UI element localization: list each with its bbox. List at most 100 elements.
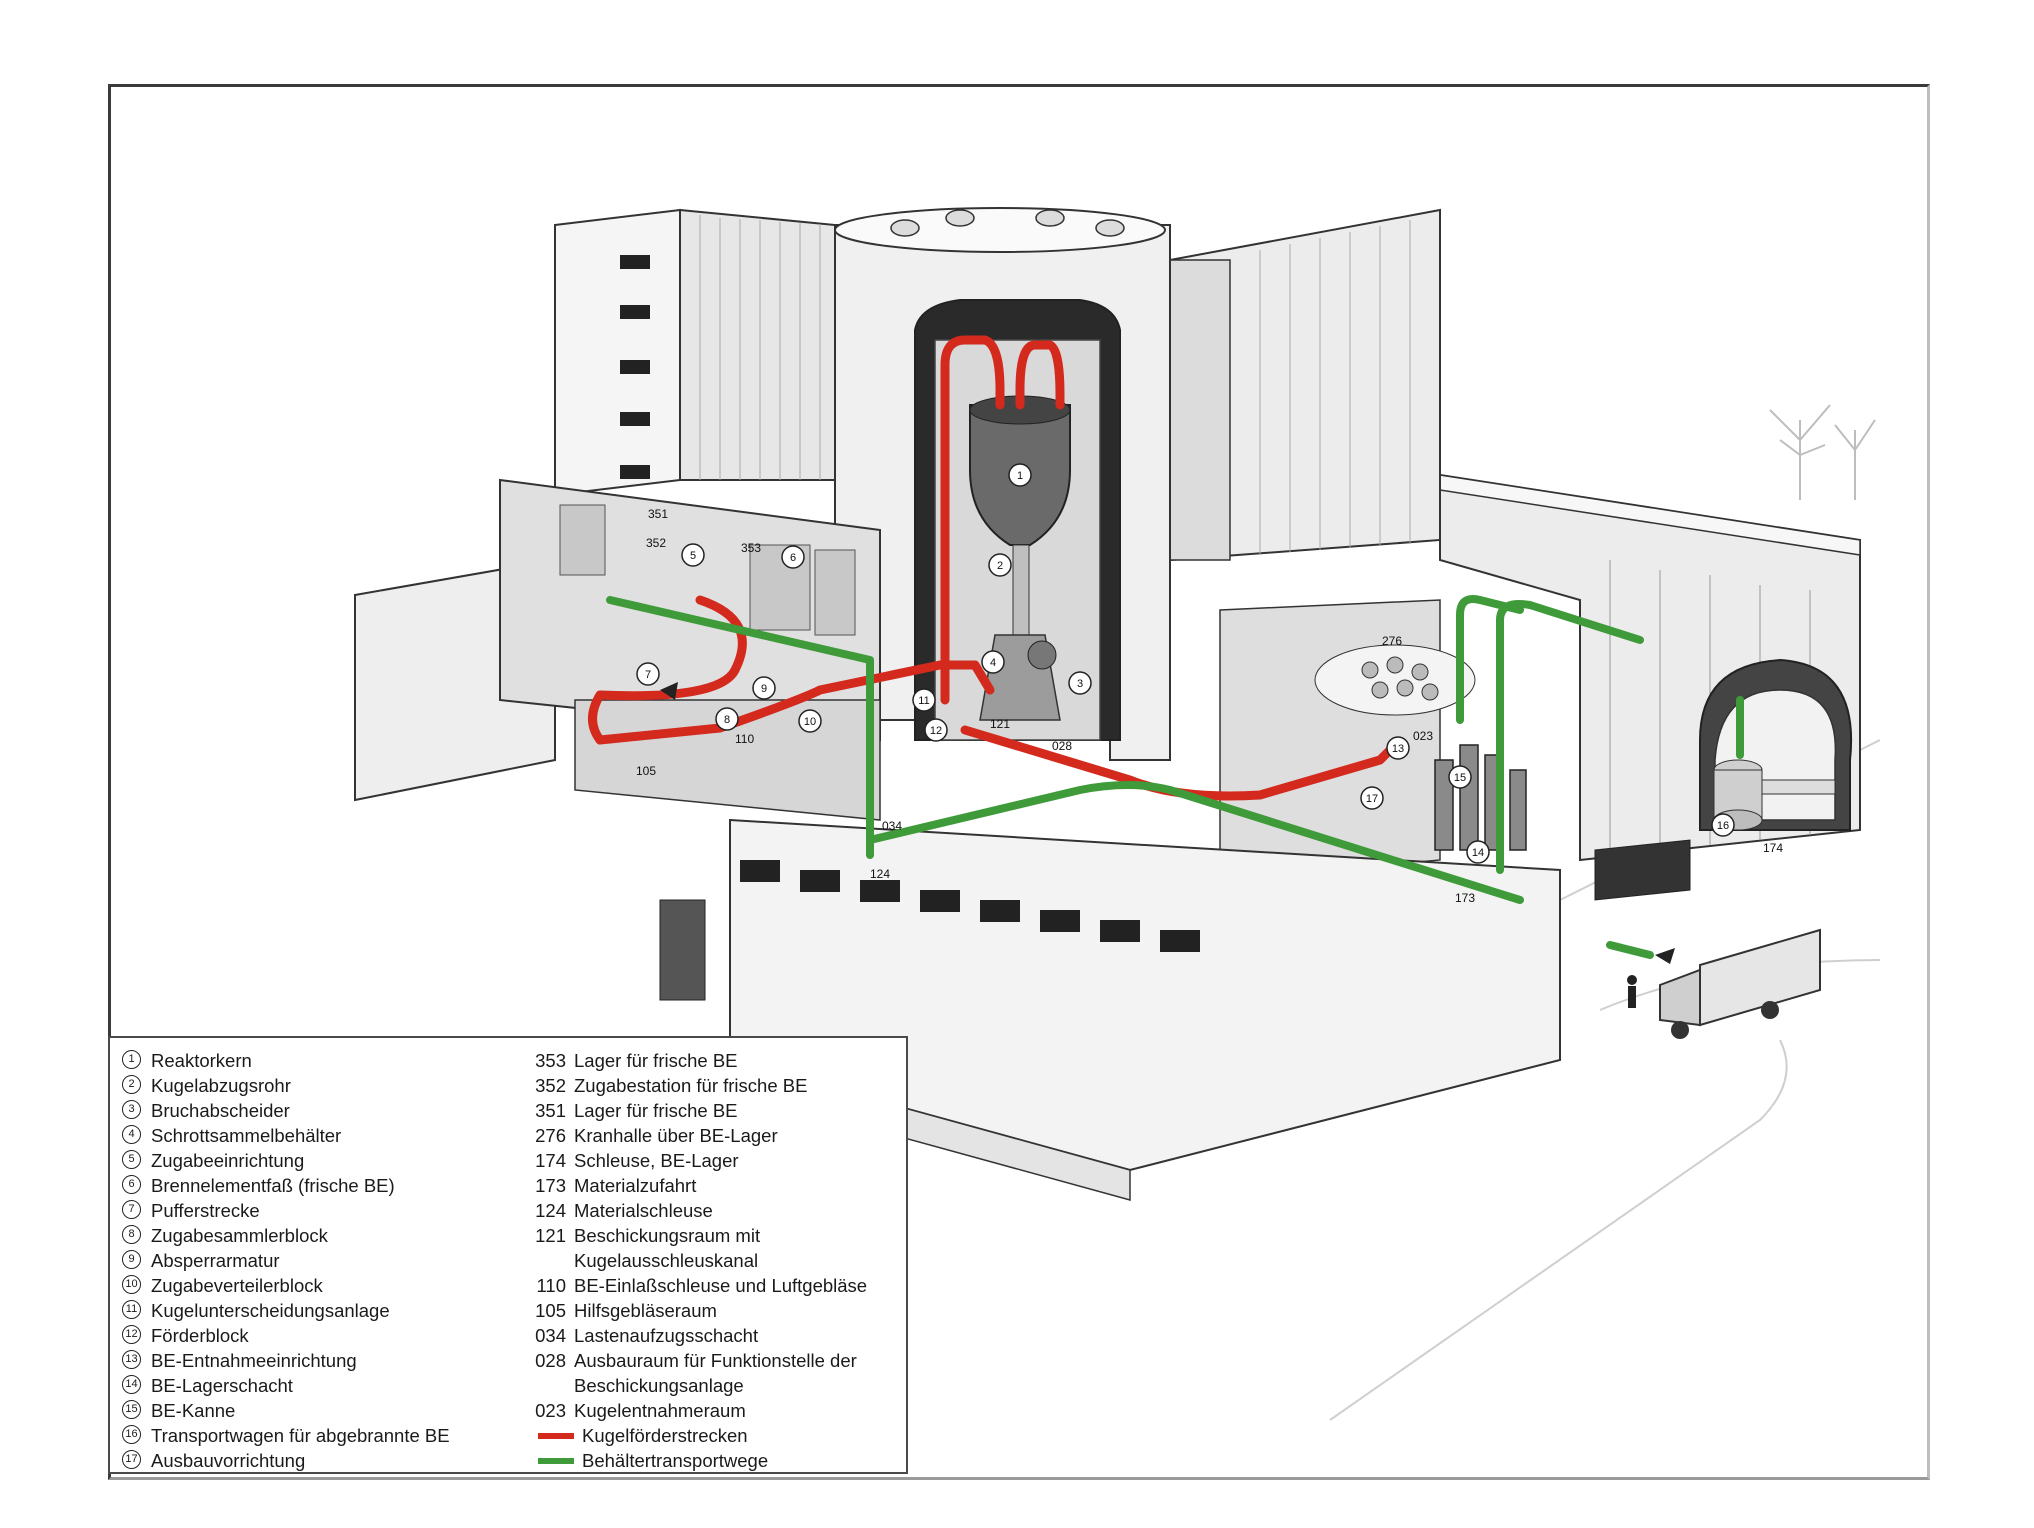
legend-number-circle: 7 (122, 1200, 141, 1219)
legend-room-label: Lager für frische BE (574, 1050, 738, 1071)
arrow-icons (660, 682, 1675, 964)
legend-component-1: 1 Reaktorkern (122, 1048, 502, 1073)
legend-number-circle: 14 (122, 1375, 141, 1394)
trees-icon (1769, 404, 1876, 500)
legend-room-code: 351 (535, 1100, 566, 1121)
legend-room-label: Lager für frische BE (574, 1100, 738, 1121)
green-path-main (866, 781, 1524, 904)
legend-component-15: 15 BE-Kanne (122, 1398, 502, 1423)
legend-component-label: Transportwagen für abgebrannte BE (151, 1425, 450, 1446)
legend-room-code: 174 (535, 1150, 566, 1171)
roof-domes (890, 209, 1125, 237)
legend-number-circle: 5 (122, 1150, 141, 1169)
person-icon (1627, 975, 1637, 1008)
green-path-store (606, 596, 874, 859)
legend-room-121: 121 Beschickungsraum mit Kugelausschleusk… (522, 1223, 902, 1273)
green-path-tower (1456, 595, 1524, 724)
room-labels: 351 352 353 276 174 173 124 121 110 105 … (636, 507, 1783, 905)
legend-room-label: BE-Einlaßschleuse und Luftgebläse (574, 1275, 868, 1296)
legend-component-label: BE-Entnahmeeinrichtung (151, 1350, 357, 1371)
legend-number-circle: 13 (122, 1350, 141, 1369)
legend-component-label: Pufferstrecke (151, 1200, 260, 1221)
legend-component-label: Brennelementfaß (frische BE) (151, 1175, 395, 1196)
marker-7: 7 (645, 669, 651, 681)
truck-icon (1659, 928, 1821, 1039)
legend-number-circle: 16 (122, 1425, 141, 1444)
legend-room-label: Kranhalle über BE-Lager (574, 1125, 778, 1146)
legend-number-circle: 15 (122, 1400, 141, 1419)
room-label-110: 110 (735, 732, 754, 746)
marker-4: 4 (990, 657, 996, 669)
room-label-105: 105 (636, 764, 656, 778)
room-label-121: 121 (990, 717, 1010, 731)
legend-component-label: Reaktorkern (151, 1050, 252, 1071)
legend-room-code: 121 (535, 1225, 566, 1246)
legend-room-label: Lastenaufzugsschacht (574, 1325, 759, 1346)
marker-17: 17 (1366, 793, 1378, 805)
marker-12: 12 (930, 725, 942, 737)
right-upper-wing (1169, 208, 1441, 562)
legend-number-circle: 1 (122, 1050, 141, 1069)
legend-component-label: Bruchabscheider (151, 1100, 290, 1121)
legend-component-label: BE-Lagerschacht (151, 1375, 293, 1396)
legend-line-label: Behältertransportwege (582, 1450, 769, 1471)
green-path-truck (1606, 941, 1654, 959)
room-label-173: 173 (1455, 891, 1475, 905)
legend-room-code: 173 (535, 1175, 566, 1196)
marker-11: 11 (918, 695, 929, 707)
legend-component-label: Zugabeeinrichtung (151, 1150, 305, 1171)
legend-room-label: Materialschleuse (574, 1200, 713, 1221)
marker-8: 8 (724, 714, 730, 726)
legend-number-circle: 9 (122, 1250, 141, 1269)
room-label-276: 276 (1382, 634, 1402, 648)
legend-component-7: 7 Pufferstrecke (122, 1198, 502, 1223)
marker-9: 9 (761, 683, 767, 695)
legend-component-14: 14 BE-Lagerschacht (122, 1373, 502, 1398)
room-label-023: 023 (1413, 729, 1433, 743)
room-label-034: 034 (882, 819, 902, 833)
legend-room-124: 124 Materialschleuse (522, 1198, 902, 1223)
legend-room-code: 034 (535, 1325, 566, 1346)
marker-16: 16 (1717, 820, 1729, 832)
marker-6: 6 (790, 552, 796, 564)
legend-number-circle: 10 (122, 1275, 141, 1294)
legend-room-label: Ausbauraum für Funktionstelle der Beschi… (574, 1350, 857, 1396)
legend-line-1: Behältertransportwege (522, 1448, 902, 1473)
legend-component-13: 13 BE-Entnahmeeinrichtung (122, 1348, 502, 1373)
legend-line-label: Kugelförderstrecken (582, 1425, 748, 1446)
room-label-174: 174 (1763, 841, 1783, 855)
red-path-core-top (940, 335, 1065, 705)
legend-number-circle: 2 (122, 1075, 141, 1094)
legend-component-label: BE-Kanne (151, 1400, 236, 1421)
legend-line-0: Kugelförderstrecken (522, 1423, 902, 1448)
room-label-352: 352 (646, 536, 666, 550)
room-label-028: 028 (1052, 739, 1072, 753)
red-path-store (588, 595, 995, 745)
legend-number-circle: 12 (122, 1325, 141, 1344)
legend-component-label: Schrottsammelbehälter (151, 1125, 342, 1146)
legend-component-5: 5 Zugabeeinrichtung (122, 1148, 502, 1173)
room-label-124: 124 (870, 867, 890, 881)
legend-component-label: Zugabeverteilerblock (151, 1275, 323, 1296)
legend-room-code: 124 (535, 1200, 566, 1221)
legend-component-10: 10 Zugabeverteilerblock (122, 1273, 502, 1298)
green-container-transport-lines (606, 595, 1744, 959)
fuel-storage-tanks (1434, 744, 1527, 851)
legend-room-label: Beschickungsraum mit Kugelausschleuskana… (574, 1225, 761, 1271)
